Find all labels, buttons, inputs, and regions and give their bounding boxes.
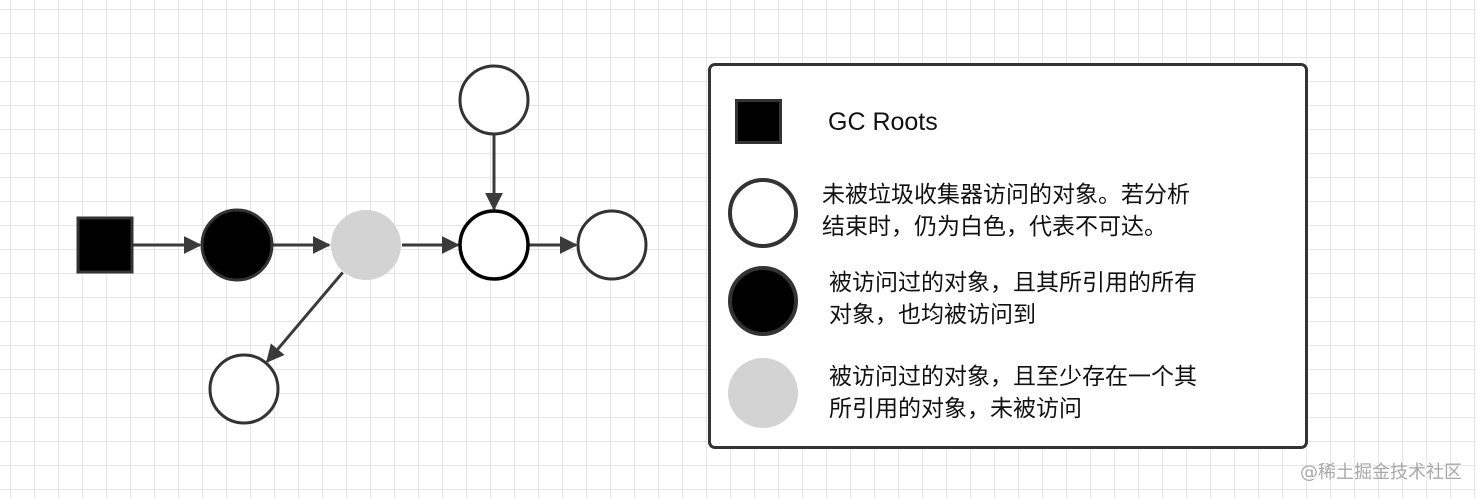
gc-root-square-icon (735, 99, 782, 144)
node-n1-black (200, 208, 274, 282)
white-circle-icon (728, 178, 798, 248)
legend-gray-description: 被访问过的对象，且至少存在一个其 所引用的对象，未被访问 (829, 364, 1197, 422)
watermark: @稀土掘金技术社区 (1300, 462, 1462, 483)
legend-white-description: 未被垃圾收集器访问的对象。若分析 结束时，仍为白色，代表不可达。 (822, 182, 1190, 240)
gray-circle-icon (728, 358, 798, 428)
legend-black-description: 被访问过的对象，且其所引用的所有 对象，也均被访问到 (829, 270, 1197, 328)
node-n2-gray (331, 210, 401, 280)
node-n4-white (576, 209, 648, 281)
edge-n2-to-n6 (266, 271, 344, 363)
node-n3-white (458, 209, 530, 281)
legend-box: GC Roots 未被垃圾收集器访问的对象。若分析 结束时，仍为白色，代表不可达… (708, 63, 1308, 449)
node-root-gc-root (76, 216, 134, 274)
node-n6-white (208, 353, 280, 425)
black-circle-icon (728, 266, 798, 336)
legend-gc-roots-label: GC Roots (828, 108, 938, 136)
node-n5-white (458, 64, 530, 136)
